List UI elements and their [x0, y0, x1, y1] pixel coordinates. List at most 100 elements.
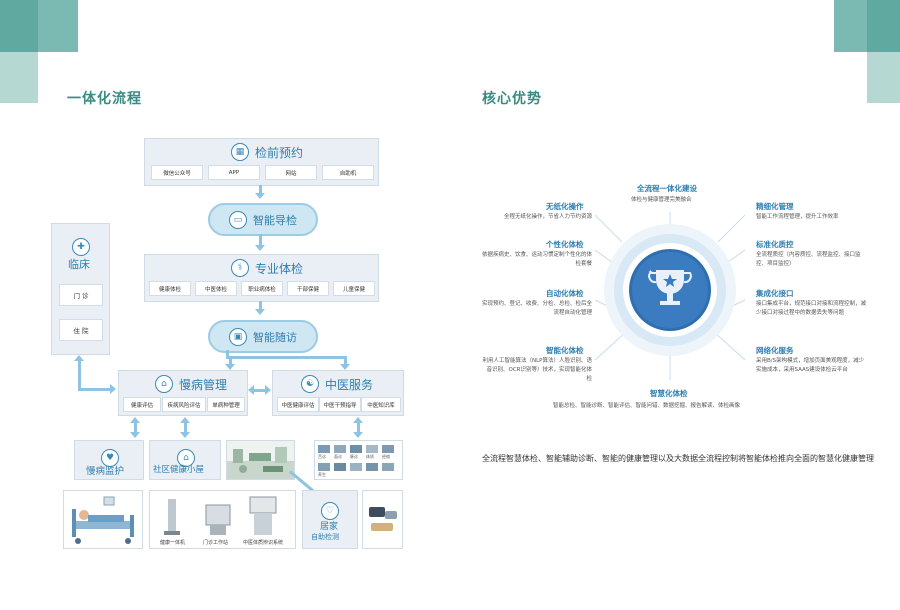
section-title-flow: 一体化流程 [67, 91, 142, 107]
tcm-thumb [366, 445, 378, 453]
advantage-top-desc: 体检与健康管理完美融合 [631, 197, 692, 203]
tcm-thumbnails: 舌诊 面诊 脉诊 体质 经络 养生 [314, 440, 403, 480]
hospital-icon: ✚ [72, 238, 90, 256]
home-check-icon: ♡ [321, 502, 339, 520]
home-selftest-panel: ♡ 居家 自助检测 [302, 490, 358, 549]
home-devices-illustration [369, 507, 397, 531]
pre-exam-title: ▦ 检前预约 [231, 143, 303, 161]
tcm-thumb-label: 脉诊 [350, 454, 358, 459]
tcm-item: 中医健康评估 [277, 397, 319, 412]
pre-exam-item: 自助机 [322, 165, 374, 180]
flow-connector [78, 388, 112, 391]
community-icon-wrap: ⌂ [177, 445, 195, 467]
flow-connector [78, 360, 81, 390]
corner-decoration-top-left [0, 0, 78, 103]
advantage-right-desc: 采用B/S架构模式，增加页面美观程度，减少实施成本，采用SAAS建设体检云平台 [756, 358, 865, 373]
advantage-left-title: 自动化体检 [546, 289, 584, 298]
advantage-bottom-desc: 智能总检、智能诊断、智能评估、智能问错、数据挖掘、报告解读、体检画像 [553, 403, 741, 409]
calendar-icon: ▦ [231, 143, 249, 161]
community-panel: ⌂ 社区健康小屋 [149, 440, 221, 480]
advantage-left-title: 个性化体检 [546, 240, 584, 249]
pre-exam-panel: ▦ 检前预约 微信公众号 APP 网站 自助机 [144, 138, 379, 186]
community-room-photo [226, 440, 295, 480]
shield-icon: ⌂ [155, 375, 173, 393]
advantage-left-desc: 实现预约、登记、收费、分检、总检、检后全流程自动化管理 [482, 301, 593, 316]
advantage-right-title: 精细化管理 [756, 202, 794, 211]
followup-icon: ▣ [229, 327, 247, 346]
flow-arrow [255, 309, 265, 315]
clinical-item: 门 诊 [59, 284, 103, 306]
tcm-thumb-label: 经络 [382, 454, 390, 459]
exam-panel: ⚕ 专业体检 健康体检 中医体检 职业病体检 干部保健 儿童保健 [144, 254, 379, 302]
tcm-panel: ☯ 中医服务 中医健康评估 中医干预指导 中医知识库 [272, 370, 404, 416]
tcm-thumb [382, 445, 394, 453]
monitor-icon-wrap: ♥ [101, 445, 119, 467]
tcm-thumb-label: 体质 [366, 454, 374, 459]
flow-arrow [255, 193, 265, 199]
advantage-left-desc: 全程无纸化操作，节省人力节约资源 [503, 214, 592, 220]
tcm-item: 中医知识库 [361, 397, 401, 412]
chronic-item: 健康评估 [123, 397, 161, 412]
device-caption: 门诊工作站 [203, 540, 229, 546]
devices-image: 健康一体机 门诊工作站 中医体质辨识系统 [149, 490, 296, 549]
chronic-item: 疾病风险评估 [162, 397, 206, 412]
heart-icon: ♥ [101, 449, 119, 467]
advantage-right-desc: 智能工作流程管理，提升工作效率 [756, 214, 839, 220]
advantage-left-title: 无纸化操作 [546, 202, 584, 211]
exam-item: 中医体检 [195, 281, 237, 296]
flow-arrow-left [248, 385, 254, 395]
flow-arrow [130, 432, 140, 438]
tcm-thumb [334, 445, 346, 453]
exam-item: 职业病体检 [241, 281, 283, 296]
advantage-right-title: 标准化质控 [756, 240, 794, 249]
room-illustration [227, 441, 294, 479]
flow-connector [259, 234, 262, 246]
tcm-thumb-label: 面诊 [334, 454, 342, 459]
flow-arrow-up [74, 355, 84, 361]
advantage-left-desc: 依据疾病史、饮食、运动习惯定制个性化的体检套餐 [482, 252, 593, 267]
home-line2: 自助检测 [311, 533, 339, 541]
advantage-right-title: 集成化接口 [756, 289, 794, 298]
home-icon-wrap: ♡ [321, 498, 339, 520]
flow-connector [184, 422, 187, 434]
smart-guide-node: ▭ 智能导检 [208, 203, 318, 236]
tcm-thumb [350, 445, 362, 453]
advantage-right-desc: 接口集成平台，规范接口对接和流程控制，减少接口对接过程中的数据丢失等问题 [756, 301, 867, 316]
device-caption: 中医体质辨识系统 [243, 540, 284, 546]
smart-followup-node: ▣ 智能随访 [208, 320, 318, 353]
flow-connector [226, 350, 229, 359]
tcm-thumb [334, 463, 346, 471]
chronic-title: ⌂ 慢病管理 [155, 375, 227, 393]
flow-arrow [353, 432, 363, 438]
flow-arrow [340, 364, 350, 370]
flow-connector [254, 389, 266, 392]
chronic-monitor-title: 慢病监护 [86, 466, 125, 477]
tcm-thumb [318, 445, 330, 453]
corner-decoration-top-right [834, 0, 900, 103]
flow-arrow-up [180, 417, 190, 423]
clinical-title: 临床 [68, 258, 90, 271]
pre-exam-item: 网站 [265, 165, 317, 180]
flow-arrow-up [130, 417, 140, 423]
section-title-advantages: 核心优势 [482, 91, 542, 107]
exam-title: ⚕ 专业体检 [231, 259, 303, 277]
exam-item: 儿童保健 [333, 281, 375, 296]
svg-text:✦: ✦ [687, 278, 691, 284]
guide-icon: ▭ [229, 210, 247, 229]
tcm-thumb-label: 养生 [318, 472, 326, 477]
flow-arrow [180, 432, 190, 438]
home-devices-image [362, 490, 403, 549]
tcm-thumb [350, 463, 362, 471]
tcm-title: ☯ 中医服务 [301, 375, 373, 393]
advantage-bottom-title: 智慧化体检 [650, 389, 688, 398]
flow-connector [259, 301, 262, 310]
tcm-thumb-label: 舌诊 [318, 454, 326, 459]
advantage-left-title: 智能化体检 [546, 346, 584, 355]
tcm-thumb [382, 463, 394, 471]
advantage-right-title: 网络化服务 [756, 346, 794, 355]
tcm-thumb [366, 463, 378, 471]
chronic-panel: ⌂ 慢病管理 健康评估 疾病风险评估 单病种管理 [118, 370, 248, 416]
flow-connector [344, 356, 347, 366]
advantage-right-desc: 全流程质控（内容质控、流程监控、接口监控、项目监控） [756, 252, 861, 267]
advantage-top-title: 全流程一体化建设 [637, 184, 697, 193]
